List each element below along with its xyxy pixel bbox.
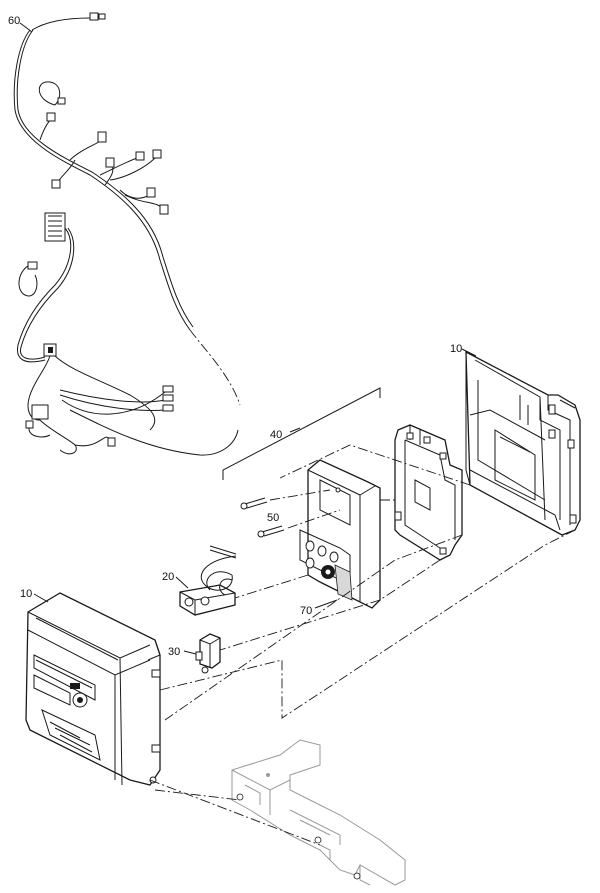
callout-10-top: 10	[450, 343, 462, 355]
connector-f	[146, 187, 156, 198]
connector-e	[152, 149, 162, 159]
harness-main-cable-2	[16, 29, 194, 328]
connector-t	[107, 437, 116, 447]
callout-60: 60	[8, 15, 20, 27]
dash-bracket-to-relay	[219, 559, 441, 651]
connector-s	[25, 420, 34, 429]
harness-continuation-dash	[189, 329, 241, 406]
harness-lower-cable-2	[19, 227, 75, 360]
connector-b	[97, 131, 107, 143]
assembly-lines	[149, 444, 576, 846]
harness-loop-1	[38, 81, 61, 106]
dash-rear-to-front	[159, 529, 576, 719]
callout-40: 40	[270, 429, 282, 441]
relay-body	[199, 633, 221, 669]
sensor-probe	[209, 545, 237, 555]
connector-loop-2	[27, 261, 38, 270]
thermostat-body	[179, 584, 236, 616]
branch-b	[69, 139, 103, 161]
mounting-bracket	[394, 424, 463, 561]
knob-cover-70	[334, 564, 353, 601]
callout-labels: 60 10 40 50 20 10 30 70	[8, 15, 462, 658]
leader-60	[19, 22, 33, 33]
branch-r3	[61, 391, 166, 415]
harness-bottom-arc	[69, 409, 239, 456]
callout-70: 70	[300, 605, 312, 617]
wiring-harness	[13, 12, 241, 456]
front-recess	[41, 709, 101, 761]
assembly-bracket-40	[222, 387, 381, 480]
connector-r3	[162, 385, 174, 393]
dash-bracket-to-front	[164, 534, 463, 721]
harness-loop-2	[18, 264, 38, 297]
front-slot-1	[33, 654, 96, 701]
branch-r1	[59, 389, 166, 403]
connector-top-b	[98, 13, 106, 20]
connector-d	[135, 151, 145, 161]
screws	[240, 489, 341, 538]
harness-right-branch	[54, 355, 156, 431]
callout-50: 50	[267, 512, 279, 524]
leader-70	[314, 599, 338, 609]
leader-20	[175, 576, 189, 589]
relay-switch	[183, 633, 221, 674]
base-frame-outline	[231, 739, 406, 886]
leader-10-top	[461, 348, 477, 357]
screw-1	[244, 497, 266, 505]
harness-main-cable	[13, 29, 191, 331]
connector-c	[51, 179, 61, 189]
connector-top	[89, 12, 99, 21]
leader-10-left	[33, 593, 49, 603]
dash-rear-to-panel	[279, 444, 471, 486]
front-slot-2	[33, 674, 71, 706]
front-housing	[25, 592, 161, 786]
thermostat	[175, 545, 237, 616]
assembly-group-40	[222, 387, 381, 480]
connector-r1	[162, 394, 174, 402]
rear-housing	[461, 348, 581, 536]
callout-20: 20	[162, 571, 174, 583]
bracket-outline	[394, 424, 463, 561]
display-window	[319, 479, 351, 526]
rear-housing-outline	[465, 350, 581, 536]
connector-housing	[31, 404, 49, 420]
button-panel	[299, 529, 351, 586]
base-frame	[231, 739, 406, 886]
branch-c	[57, 159, 76, 183]
connector-a	[46, 112, 56, 122]
leader-30	[183, 650, 197, 655]
screw-2	[261, 525, 283, 533]
capillary-coil	[200, 555, 237, 591]
connector-r2	[162, 404, 174, 412]
branch-loop-5	[74, 436, 111, 447]
connector-g	[159, 204, 169, 215]
branch-e	[109, 157, 156, 181]
control-panel	[299, 459, 381, 609]
dash-front-to-base	[154, 789, 241, 801]
multi-pin-connector	[44, 212, 66, 242]
callout-10-left: 10	[20, 588, 32, 600]
branch-r2	[59, 394, 166, 411]
callout-30: 30	[168, 646, 180, 658]
leader-40	[289, 427, 301, 433]
harness-top-branch	[31, 17, 91, 31]
connector-loop-1	[57, 97, 66, 105]
harness-lower-cable	[16, 227, 72, 363]
connector-h	[105, 157, 115, 168]
